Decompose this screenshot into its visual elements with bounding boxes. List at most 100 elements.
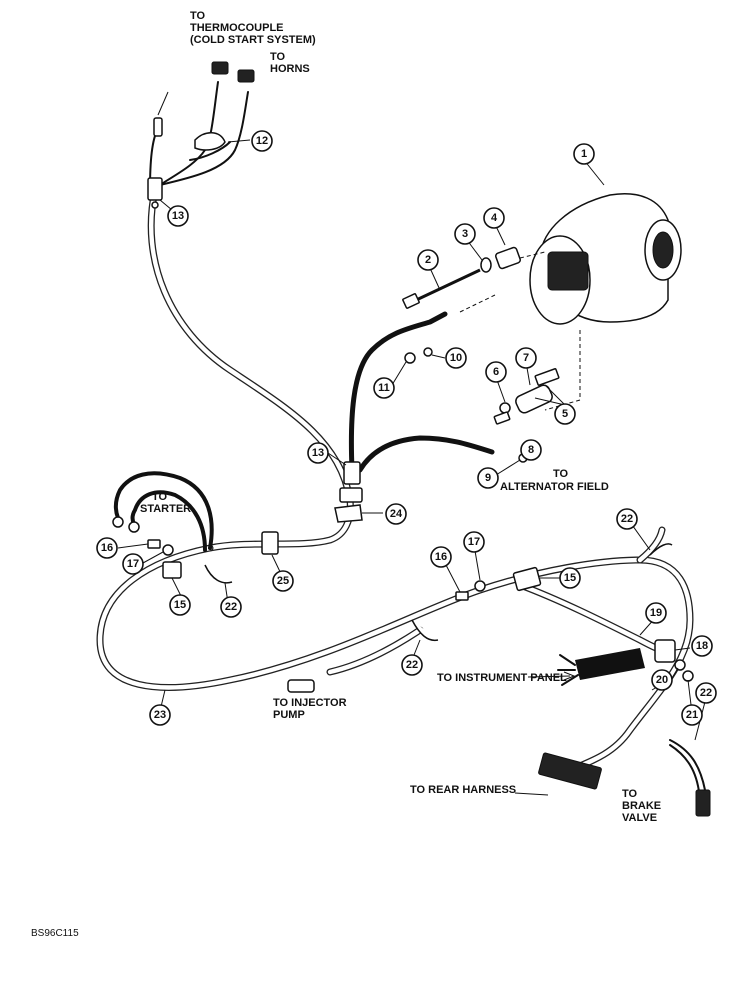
- callout: 20: [651, 669, 673, 691]
- callout: 12: [251, 130, 273, 152]
- figure-code: BS96C115: [31, 928, 79, 939]
- thermocouple-connector: [153, 117, 163, 137]
- instrument-panel-label: TO INSTRUMENT PANEL: [437, 672, 567, 684]
- callout: 1: [573, 143, 595, 165]
- callout: 16: [96, 537, 118, 559]
- clip-13-top: [147, 177, 163, 209]
- svg-text:24: 24: [390, 508, 403, 520]
- svg-text:9: 9: [485, 472, 491, 484]
- clip-25: [261, 531, 279, 555]
- callout: 15: [559, 567, 581, 589]
- alternator-field-label: ALTERNATOR FIELD: [500, 481, 609, 493]
- svg-text:1: 1: [581, 148, 587, 160]
- leaders: [117, 91, 707, 796]
- callout: 17: [463, 531, 485, 553]
- thermocouple-label: (COLD START SYSTEM): [190, 34, 316, 46]
- callout: 16: [430, 546, 452, 568]
- svg-text:13: 13: [172, 210, 184, 222]
- svg-text:10: 10: [450, 352, 462, 364]
- callout: 25: [272, 570, 294, 592]
- svg-text:21: 21: [686, 709, 698, 721]
- callout: 3: [454, 223, 476, 245]
- svg-text:22: 22: [700, 687, 712, 699]
- callout: 15: [169, 594, 191, 616]
- callout: 10: [445, 347, 467, 369]
- callout: 17: [122, 553, 144, 575]
- callout: 4: [483, 207, 505, 229]
- callout: 22: [695, 682, 717, 704]
- brake-valve-label: BRAKE: [622, 800, 661, 812]
- svg-text:4: 4: [491, 212, 498, 224]
- callout: 5: [554, 403, 576, 425]
- callout: 6: [485, 361, 507, 383]
- svg-text:16: 16: [435, 551, 447, 563]
- svg-text:20: 20: [656, 674, 668, 686]
- starter-terminals: [112, 516, 140, 533]
- callout: 13: [167, 205, 189, 227]
- brake-valve-label: TO: [622, 788, 638, 800]
- svg-text:16: 16: [101, 542, 113, 554]
- brake-valve-connector: [669, 739, 711, 817]
- svg-text:11: 11: [378, 382, 390, 394]
- rear-harness-label: TO REAR HARNESS: [410, 784, 516, 796]
- thermocouple-label: THERMOCOUPLE: [190, 22, 284, 34]
- horn-connectors: [211, 61, 255, 83]
- svg-text:25: 25: [277, 575, 289, 587]
- clip-15-left: [162, 561, 182, 579]
- callout: 22: [220, 596, 242, 618]
- clip-22-top: [649, 543, 673, 556]
- injector-pump-label: TO INJECTOR: [273, 697, 347, 709]
- svg-text:15: 15: [174, 599, 186, 611]
- svg-text:5: 5: [562, 408, 568, 420]
- callout: 2: [417, 249, 439, 271]
- clip-15-right: [512, 566, 542, 592]
- horns-label: TO: [270, 51, 286, 63]
- clip-22-mid: [411, 619, 439, 642]
- starter-label: TO: [152, 491, 168, 503]
- callout: 7: [515, 347, 537, 369]
- horns-label: HORNS: [270, 63, 310, 75]
- starter-label: STARTER: [140, 503, 191, 515]
- callouts: 1 2 3 4 5 6 7 8 9 10 11 12 13 13 15 15 1…: [96, 130, 717, 726]
- clip-22-left: [204, 564, 233, 584]
- svg-text:12: 12: [256, 135, 268, 147]
- svg-text:15: 15: [564, 572, 576, 584]
- svg-text:8: 8: [528, 444, 534, 456]
- brake-valve-label: VALVE: [622, 812, 657, 824]
- callout: 13: [307, 442, 329, 464]
- svg-text:22: 22: [621, 513, 633, 525]
- callout: 11: [373, 377, 395, 399]
- callout: 21: [681, 704, 703, 726]
- callout: 9: [477, 467, 499, 489]
- callout: 19: [645, 602, 667, 624]
- injector-pump-connector: [287, 679, 315, 693]
- text-labels: TO THERMOCOUPLE (COLD START SYSTEM) TO H…: [31, 10, 661, 939]
- svg-text:23: 23: [154, 709, 166, 721]
- svg-text:19: 19: [650, 607, 662, 619]
- starter-wires: [113, 471, 214, 552]
- instrument-panel-connector: [557, 648, 645, 686]
- svg-text:7: 7: [523, 352, 529, 364]
- clip-12: [194, 132, 226, 151]
- clip-13-mid: [339, 461, 363, 503]
- svg-text:13: 13: [312, 447, 324, 459]
- callout: 23: [149, 704, 171, 726]
- svg-text:6: 6: [493, 366, 499, 378]
- svg-text:17: 17: [468, 536, 480, 548]
- callout: 22: [616, 508, 638, 530]
- svg-text:2: 2: [425, 254, 431, 266]
- svg-text:17: 17: [127, 558, 139, 570]
- alternator: [529, 193, 682, 325]
- callout: 24: [385, 503, 407, 525]
- callout: 18: [691, 635, 713, 657]
- callout: 8: [520, 439, 542, 461]
- alternator-cables: [348, 311, 495, 473]
- clip-18: [654, 639, 676, 663]
- bolts: [147, 539, 694, 682]
- callout: 22: [401, 654, 423, 676]
- injector-pump-label: PUMP: [273, 709, 305, 721]
- clip-24: [334, 504, 363, 523]
- svg-text:22: 22: [225, 601, 237, 613]
- svg-text:22: 22: [406, 659, 418, 671]
